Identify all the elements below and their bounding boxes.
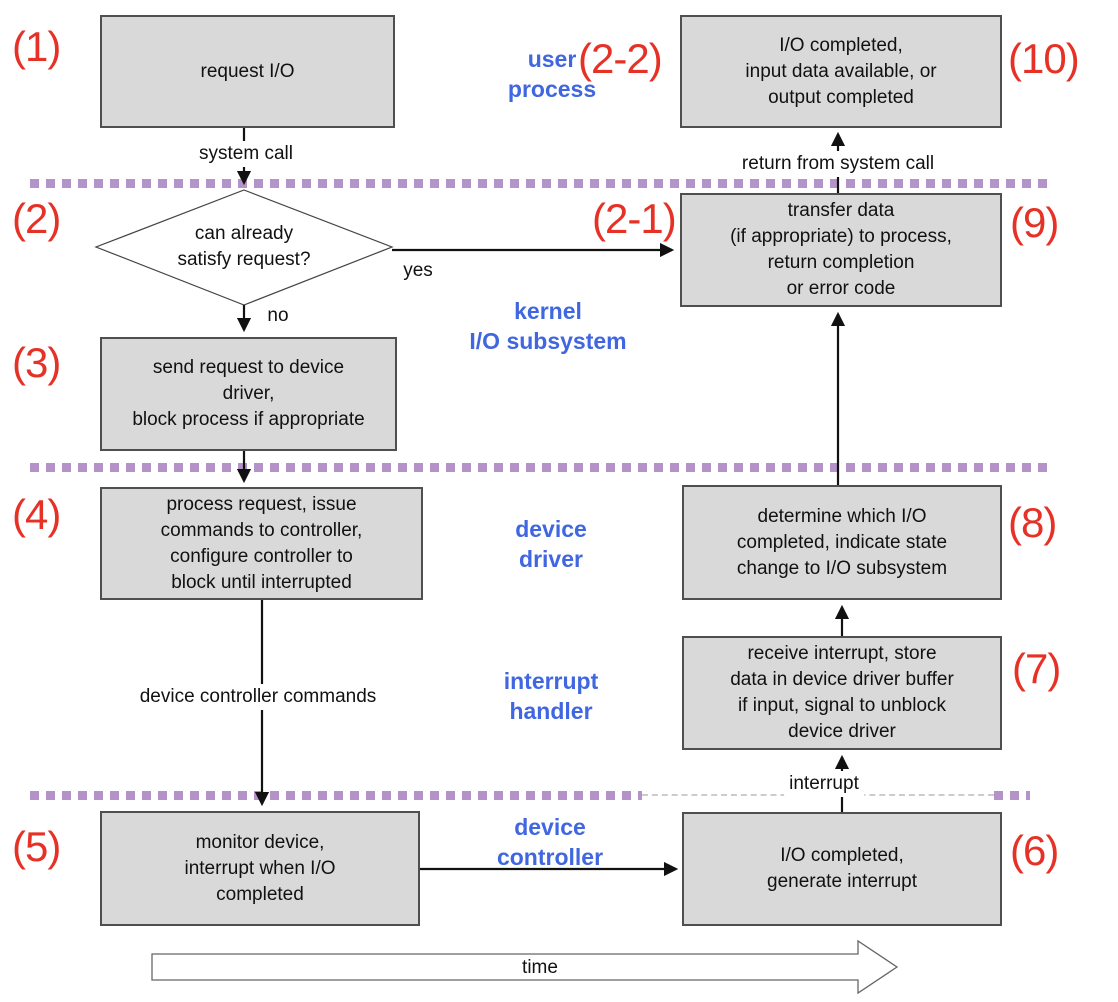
zone-label-kernel-io-subsystem: kernel I/O subsystem xyxy=(469,298,627,354)
separator-driver-controller-left xyxy=(30,791,642,800)
zone-label-interrupt-handler: interrupt handler xyxy=(503,668,599,724)
zone-label-user-process: user process xyxy=(507,46,597,102)
step-label-2-1: (2-1) xyxy=(592,195,677,242)
step-label-8: (8) xyxy=(1008,499,1057,546)
step-label-2-2: (2-2) xyxy=(578,35,663,82)
process-box-generate-interrupt: I/O completed, generate interrupt xyxy=(682,812,1002,926)
zone-label-device-controller: device controller xyxy=(496,814,604,870)
separator-driver-controller-right xyxy=(994,791,1030,800)
step-label-2: (2) xyxy=(12,195,61,242)
step-label-3: (3) xyxy=(12,339,61,386)
separator-kernel-driver xyxy=(30,463,1048,472)
edge-label-interrupt: interrupt xyxy=(784,771,864,797)
process-box-determine-io: determine which I/O completed, indicate … xyxy=(682,485,1002,600)
edge-label-device-controller-commands: device controller commands xyxy=(134,684,382,710)
step-label-7: (7) xyxy=(1012,645,1061,692)
process-box-request-io: request I/O xyxy=(100,15,395,128)
zone-label-device-driver: device driver xyxy=(515,516,587,572)
process-box-io-completed: I/O completed, input data available, or … xyxy=(680,15,1002,128)
edge-label-system-call: system call xyxy=(194,141,298,167)
time-axis-label: time xyxy=(522,957,558,978)
step-label-4: (4) xyxy=(12,491,61,538)
step-label-1: (1) xyxy=(12,23,61,70)
process-box-send-request: send request to device driver, block pro… xyxy=(100,337,397,451)
process-box-monitor-device: monitor device, interrupt when I/O compl… xyxy=(100,811,420,926)
step-label-9: (9) xyxy=(1010,199,1059,246)
process-box-process-request: process request, issue commands to contr… xyxy=(100,487,423,600)
step-label-6: (6) xyxy=(1010,827,1059,874)
step-label-10: (10) xyxy=(1008,35,1080,82)
step-label-5: (5) xyxy=(12,823,61,870)
edge-label-no: no xyxy=(267,305,289,326)
process-box-receive-interrupt: receive interrupt, store data in device … xyxy=(682,636,1002,750)
time-axis-arrow xyxy=(151,939,899,995)
process-box-transfer-data: transfer data (if appropriate) to proces… xyxy=(680,193,1002,307)
edge-label-yes: yes xyxy=(403,260,433,281)
edge-label-return-from-system-call: return from system call xyxy=(736,151,940,177)
separator-user-kernel xyxy=(30,179,1048,188)
decision-diamond-label: can already satisfy request? xyxy=(177,223,311,270)
